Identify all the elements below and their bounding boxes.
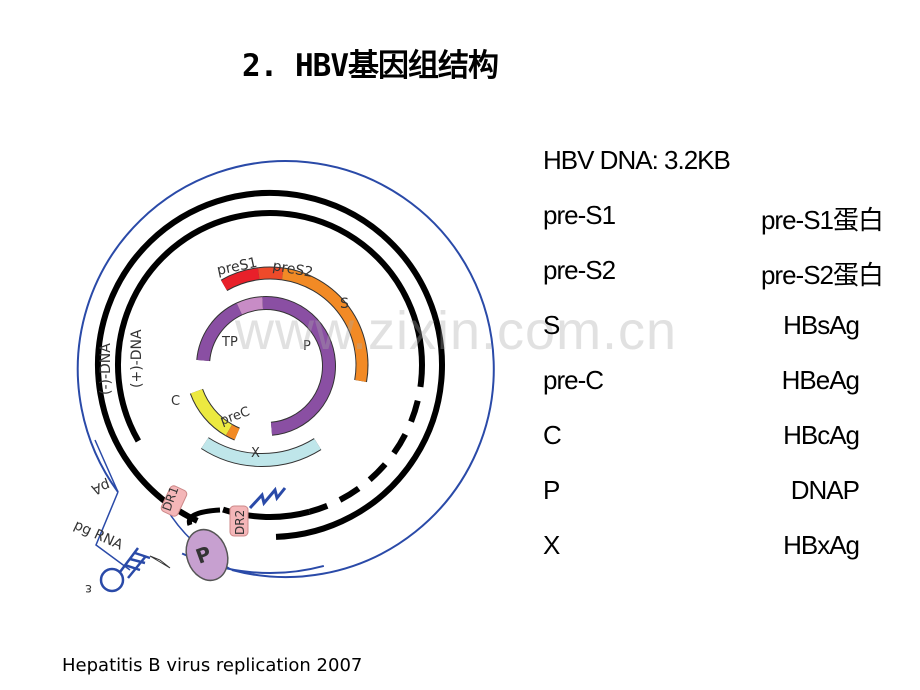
- pa-label: pA: [89, 476, 112, 497]
- c-band: [190, 389, 233, 436]
- genome-size-label: HBV DNA: 3.2KB: [543, 145, 731, 175]
- gene-name: pre-S1: [543, 200, 616, 230]
- dna-hook: [186, 507, 221, 526]
- gene-name: pre-C: [543, 365, 604, 395]
- dr2-box: [229, 505, 249, 537]
- s-label: S: [340, 296, 349, 312]
- plus-dna-strand: [115, 210, 425, 443]
- gene-product: DNAP: [790, 475, 860, 505]
- prec-band: [226, 424, 240, 440]
- minus-dna-label: (-)-DNA: [98, 343, 114, 395]
- tp-label: TP: [221, 335, 238, 350]
- gene-product: HBeAg: [781, 365, 860, 395]
- dr1-box: [160, 485, 188, 517]
- p-label: P: [303, 339, 311, 354]
- pg-rna-strand: [76, 160, 495, 579]
- epsilon-stem: [119, 547, 151, 579]
- epsilon-label: ε: [85, 581, 92, 596]
- pres1-band: [221, 268, 260, 291]
- rna-primer-zigzag: [248, 486, 287, 510]
- s-band: [281, 268, 368, 382]
- tp-band: [197, 303, 243, 362]
- gene-name: C: [543, 420, 562, 450]
- gene-product: pre-S2蛋白: [760, 260, 884, 290]
- gene-product: pre-S1蛋白: [760, 205, 884, 235]
- watermark: www.zixin.com.cn: [235, 301, 678, 361]
- gene-name: P: [543, 475, 560, 505]
- x-band: [201, 437, 321, 466]
- c-label: C: [171, 394, 180, 409]
- gene-product: HBcAg: [783, 420, 860, 450]
- tp-light-band: [236, 297, 264, 315]
- pres2-label: preS2: [271, 258, 314, 281]
- gene-name: S: [543, 310, 560, 340]
- gene-product: HBsAg: [783, 310, 860, 340]
- dr2-label: DR2: [233, 510, 247, 535]
- pg-rna-label: pg RNA: [71, 517, 125, 554]
- x-label: X: [251, 446, 260, 461]
- slide-title: 2. HBV基因组结构: [242, 48, 499, 84]
- prec-label: preC: [218, 404, 252, 428]
- gene-name: pre-S2: [543, 255, 616, 285]
- gene-product: HBxAg: [783, 530, 860, 560]
- pres2-band: [258, 267, 284, 280]
- epsilon-loop: [99, 567, 125, 593]
- plus-dna-label: (+)-DNA: [129, 329, 145, 388]
- pg-rna-tail: [94, 439, 131, 571]
- minus-dna-strand: [95, 190, 445, 540]
- arrow-marker: [149, 555, 171, 569]
- citation-footer: Hepatitis B virus replication 2007: [62, 655, 363, 676]
- p-band: [262, 297, 335, 435]
- gene-name: X: [543, 530, 560, 560]
- polymerase-blob: [185, 528, 229, 582]
